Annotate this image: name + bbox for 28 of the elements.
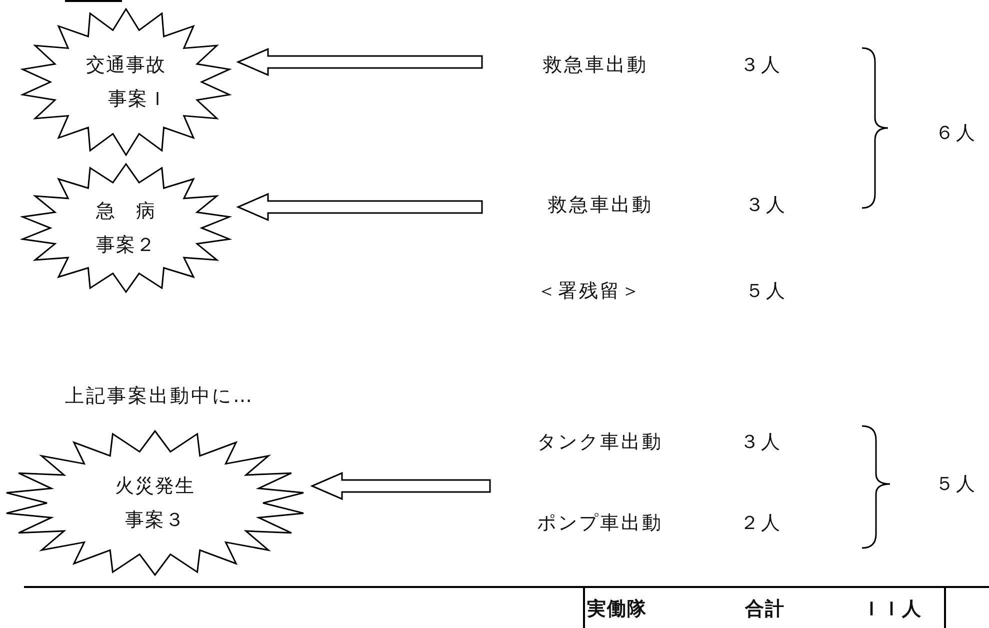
explosion-burst (4, 430, 306, 576)
table-cell-text: ＩＩ人 (862, 597, 922, 622)
count-label: ２人 (740, 511, 782, 536)
block-arrow (236, 48, 483, 76)
table-cell-text: 実働隊 (587, 597, 647, 622)
count-label: ３人 (745, 193, 787, 218)
burst-text: 事案Ｉ (108, 87, 168, 112)
explosion-burst (20, 163, 232, 293)
vehicle-label: ポンプ車出動 (537, 511, 663, 536)
vehicle-label: 救急車出動 (548, 193, 653, 218)
count-label: ５人 (935, 472, 977, 497)
burst-text: 事案３ (125, 508, 185, 533)
vehicle-label: 救急車出動 (543, 53, 648, 78)
explosion-burst (20, 8, 232, 156)
table-cell-text: 合計 (745, 597, 785, 622)
block-arrow (236, 192, 483, 222)
count-label: ３人 (740, 53, 782, 78)
count-label: ５人 (745, 279, 787, 304)
note-text: 上記事案出動中に… (65, 384, 254, 409)
burst-text: 交通事故 (86, 53, 166, 78)
burst-text: 事案２ (96, 233, 156, 258)
block-arrow (310, 472, 491, 500)
burst-text: 火災発生 (115, 474, 195, 499)
count-label: ６人 (935, 121, 977, 146)
vehicle-label: タンク車出動 (537, 430, 663, 455)
group-label: ＜署残留＞ (537, 279, 642, 304)
count-label: ３人 (740, 430, 782, 455)
burst-text: 急 病 (96, 199, 156, 224)
